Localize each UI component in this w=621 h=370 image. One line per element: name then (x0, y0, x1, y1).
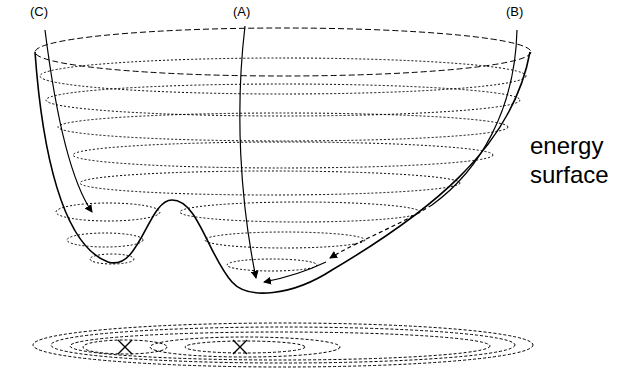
trajectory-label: (B) (506, 4, 523, 19)
surface-caption: energy surface (530, 132, 616, 190)
trajectory-label: (A) (233, 4, 250, 19)
trajectory-label: (C) (30, 4, 48, 19)
